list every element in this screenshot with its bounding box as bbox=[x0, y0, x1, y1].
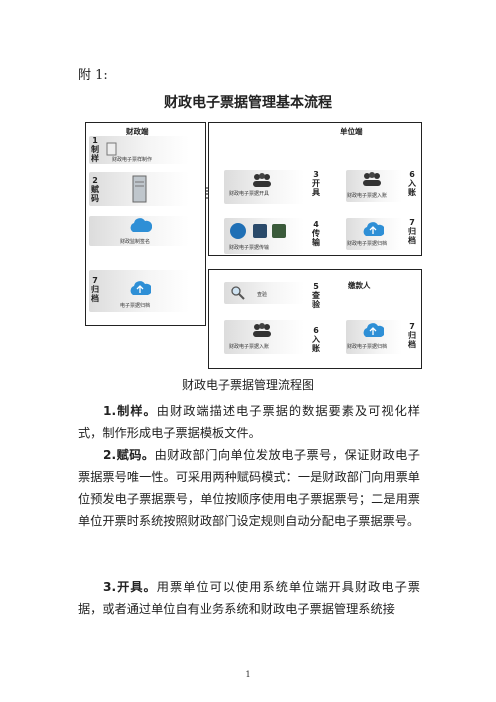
step-unit-archive-num: 7 bbox=[409, 218, 415, 227]
step-unit-entry-name: 入 账 bbox=[408, 179, 416, 197]
document-icon bbox=[106, 142, 117, 156]
step-payer-entry-label: 财政电子票据入账 bbox=[229, 344, 270, 350]
devices-icon bbox=[230, 223, 286, 239]
step-issue-label: 财政电子票据开具 bbox=[229, 191, 270, 197]
step-payer-entry-name: 入 账 bbox=[312, 335, 320, 353]
step-payer-entry-num: 6 bbox=[313, 326, 319, 335]
page-title: 财政电子票据管理基本流程 bbox=[164, 95, 332, 111]
step-payer-archive-name: 归 档 bbox=[408, 331, 416, 349]
users-icon bbox=[253, 173, 271, 187]
step-finance-archive-label: 电子票据归档 bbox=[120, 303, 151, 309]
step-unit-archive-label: 财政电子票据归档 bbox=[347, 241, 388, 247]
panel-payer-title: 缴款人 bbox=[348, 281, 371, 290]
step-sample bbox=[89, 136, 189, 164]
magnifier-icon bbox=[231, 286, 245, 300]
paragraph-code-head: 2.赋码。 bbox=[103, 448, 155, 462]
paragraph-sample-head: 1.制样。 bbox=[103, 404, 157, 418]
step-issue-name: 开 具 bbox=[312, 179, 320, 197]
step-payer-archive-label: 财政电子票据归档 bbox=[347, 344, 388, 350]
step-verify-num: 5 bbox=[313, 282, 319, 291]
paragraph-issue-head: 3.开具。 bbox=[103, 580, 157, 594]
users-icon bbox=[253, 323, 271, 337]
step-verify-label: 查验 bbox=[257, 292, 268, 298]
step-transmit-num: 4 bbox=[313, 220, 319, 229]
diagram-caption: 财政电子票据管理流程图 bbox=[181, 378, 314, 392]
page-number: 1 bbox=[245, 670, 251, 679]
step-payer-archive-num: 7 bbox=[409, 322, 415, 331]
step-finance-archive-name: 归 档 bbox=[91, 285, 99, 303]
server-icon bbox=[132, 175, 147, 203]
step-code-name: 赋 码 bbox=[91, 185, 99, 203]
step-sample-label: 财政电子票样制作 bbox=[112, 157, 153, 163]
panel-unit-title: 单位端 bbox=[340, 127, 363, 136]
step-sample-num: 1 bbox=[92, 136, 98, 145]
step-sample-name: 制 样 bbox=[91, 145, 99, 163]
paragraph-code: 2.赋码。由财政部门向单位发放电子票号，保证财政电子票据票号唯一性。可采用两种赋… bbox=[78, 444, 420, 532]
step-code-num: 2 bbox=[92, 176, 98, 185]
step-unit-archive-name: 归 档 bbox=[408, 227, 416, 245]
paragraph-sample-text: 由财政端描述电子票据的数据要素及可视化样式，制作形成电子票据模板文件。 bbox=[78, 404, 420, 440]
paragraph-issue-text: 用票单位可以使用系统单位端开具财政电子票据，或者通过单位自有业务系统和财政电子票… bbox=[78, 580, 420, 616]
flow-diagram: 财政端 单位端 缴款人 发放 1 制 样 财政电子票样制作 2 赋 码 财政监制… bbox=[82, 118, 422, 370]
step-issue-num: 3 bbox=[313, 170, 319, 179]
cloud-icon bbox=[130, 218, 152, 232]
paragraph-issue: 3.开具。用票单位可以使用系统单位端开具财政电子票据，或者通过单位自有业务系统和… bbox=[78, 576, 420, 620]
users-icon bbox=[363, 172, 381, 186]
step-verify-name: 查 验 bbox=[312, 291, 320, 309]
step-transmit-name: 传 输 bbox=[312, 229, 320, 247]
step-unit-entry-label: 财政电子票据入账 bbox=[347, 193, 388, 199]
step-finance-archive-num: 7 bbox=[92, 276, 98, 285]
cloud-upload-icon bbox=[363, 323, 384, 337]
appendix-label: 附 1: bbox=[78, 68, 108, 83]
step-signature-label: 财政监制签名 bbox=[120, 239, 151, 245]
step-unit-entry-num: 6 bbox=[409, 170, 415, 179]
paragraph-code-text: 由财政部门向单位发放电子票号，保证财政电子票据票号唯一性。可采用两种赋码模式：一… bbox=[78, 448, 420, 528]
step-transmit-label: 财政电子票据传输 bbox=[229, 245, 270, 251]
cloud-upload-icon bbox=[363, 222, 384, 236]
paragraph-sample: 1.制样。由财政端描述电子票据的数据要素及可视化样式，制作形成电子票据模板文件。 bbox=[78, 400, 420, 444]
cloud-upload-icon bbox=[130, 281, 151, 295]
panel-finance-title: 财政端 bbox=[126, 127, 149, 136]
